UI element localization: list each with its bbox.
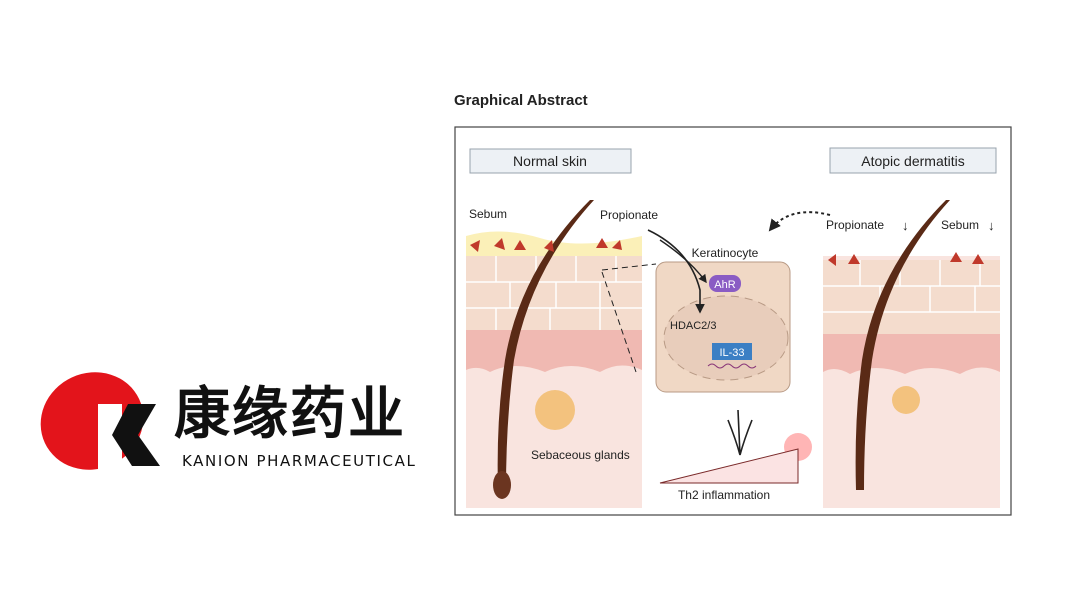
sebaceous-gland (535, 390, 575, 430)
propionate-down-arrow-icon: ↓ (902, 218, 909, 233)
atopic-skin-panel: Propionate ↓ Sebum ↓ (823, 200, 1000, 508)
sebum-down-label: Sebum (941, 218, 979, 232)
normal-skin-title-box (469, 148, 632, 174)
il33-gene (712, 343, 752, 360)
sebaceous-glands-label: Sebaceous glands (531, 448, 630, 462)
propionate-label: Propionate (600, 208, 658, 222)
propionate-markers (470, 238, 622, 252)
kanion-logo (40, 372, 160, 474)
keratinocyte-cell: Keratinocyte AhR HDAC2/3 IL-33 (647, 229, 791, 393)
propionate-down-label: Propionate (826, 218, 884, 232)
atopic-title: Atopic dermatitis (861, 153, 964, 169)
ahr-receptor (709, 275, 741, 292)
sebum-label: Sebum (469, 207, 507, 221)
il33-label: IL-33 (719, 347, 744, 359)
logo-name-cn: 康缘药业 (174, 382, 406, 447)
logo-name-en: KANION PHARMACEUTICAL (182, 452, 417, 470)
graphical-abstract-title: Graphical Abstract (454, 92, 588, 109)
th2-label: Th2 inflammation (678, 488, 770, 502)
hair-shaft (497, 200, 594, 490)
keratinocyte-label: Keratinocyte (692, 246, 759, 260)
logo-chevron (112, 404, 160, 466)
normal-skin-title: Normal skin (513, 153, 587, 169)
atopic-title-box (829, 147, 997, 174)
hdac-label: HDAC2/3 (670, 320, 716, 332)
sebum-down-arrow-icon: ↓ (988, 218, 995, 233)
normal-skin-panel: Sebum Propionate Sebaceous glands (466, 200, 658, 508)
feedback-arrow (768, 211, 831, 232)
th2-inflammation: Th2 inflammation (659, 409, 812, 502)
ahr-label: AhR (714, 279, 735, 291)
